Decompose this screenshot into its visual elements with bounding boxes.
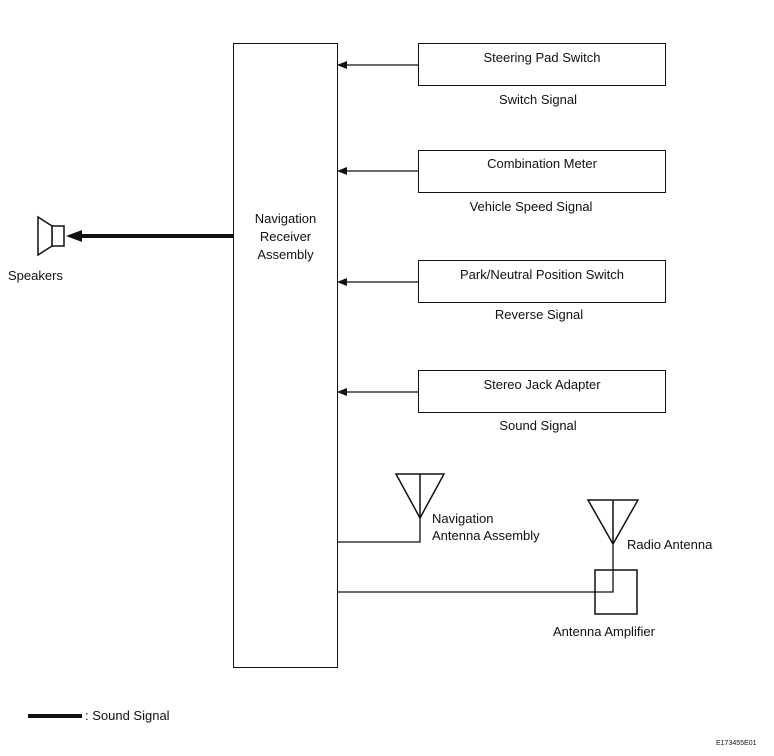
radio-antenna-label: Radio Antenna [627,537,713,552]
navigation-antenna-label-line-1: Navigation [432,511,494,526]
navigation-antenna-label-line-2: Antenna Assembly [432,528,540,543]
speaker-arrowhead [66,230,82,242]
combination-meter-box: Combination Meter [418,150,666,193]
navigation-antenna-icon [394,473,446,520]
figure-code: E173455E01 [716,740,757,747]
combination-meter-label: Combination Meter [487,156,597,171]
park-neutral-position-switch-box: Park/Neutral Position Switch [418,260,666,303]
legend-label: : Sound Signal [85,708,170,723]
navigation-receiver-assembly-box: Navigation Receiver Assembly [233,43,338,668]
receiver-label-line-2: Receiver [259,229,312,244]
antenna-amplifier-box [594,569,638,615]
receiver-label-line-3: Assembly [257,247,314,262]
reverse-signal-label: Reverse Signal [494,307,584,322]
stereo-jack-adapter-label: Stereo Jack Adapter [483,377,601,392]
steering-pad-switch-label: Steering Pad Switch [483,50,601,65]
vehicle-speed-signal-label: Vehicle Speed Signal [469,199,593,214]
speakers-label: Speakers [8,268,63,283]
antenna-amplifier-label: Antenna Amplifier [553,624,655,639]
stereo-jack-adapter-box: Stereo Jack Adapter [418,370,666,413]
switch-signal-label: Switch Signal [498,92,578,107]
sound-signal-label: Sound Signal [499,418,577,433]
steering-pad-switch-box: Steering Pad Switch [418,43,666,86]
speaker-icon [37,215,65,257]
radio-antenna-icon [586,499,640,546]
receiver-label-line-1: Navigation [254,211,317,226]
navigation-antenna-line [338,518,421,543]
park-neutral-position-switch-label: Park/Neutral Position Switch [459,267,624,282]
